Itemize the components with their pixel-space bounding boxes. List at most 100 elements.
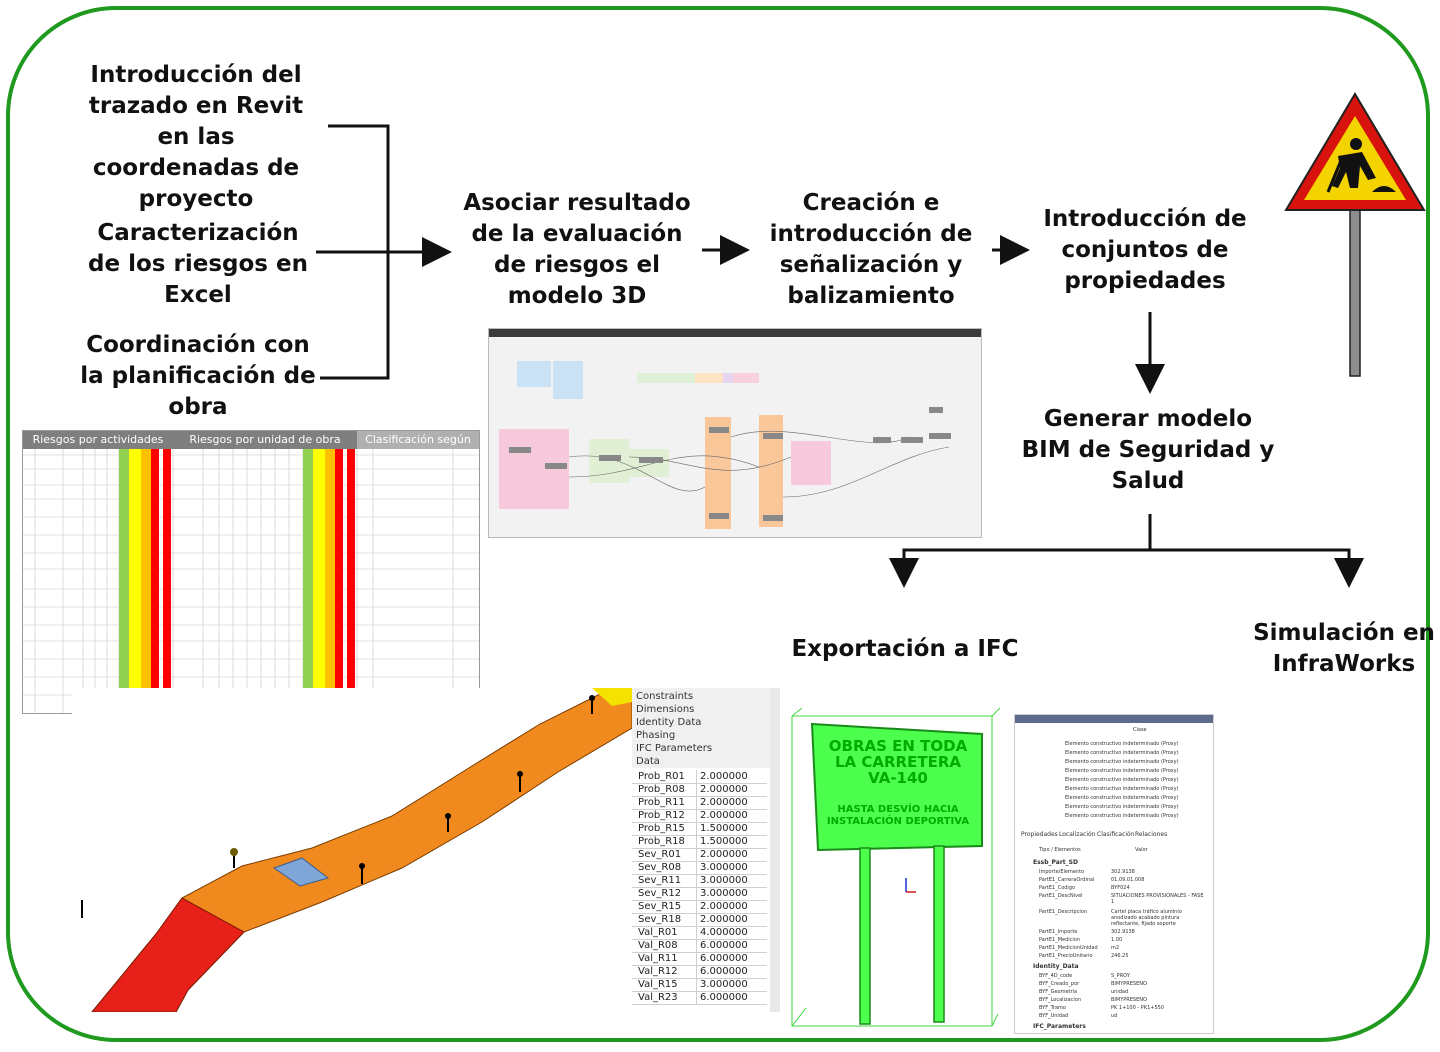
ifc-prop-key: BYF_Geometria	[1039, 989, 1078, 995]
group-data[interactable]: Data	[636, 756, 660, 767]
ifc-class-header: Clase	[1133, 727, 1147, 733]
ifc-group-identity[interactable]: Identity_Data	[1033, 963, 1079, 970]
ifc-prop-key: PartE1_DescNivel	[1039, 893, 1083, 899]
group-dimensions[interactable]: Dimensions	[636, 704, 695, 715]
ifc-group-ifc-parameters[interactable]: IFC_Parameters	[1033, 1023, 1086, 1030]
ifc-title-bar	[1015, 715, 1213, 723]
group-constraints[interactable]: Constraints	[636, 691, 694, 702]
ifc-element-row[interactable]: Elemento constructivo indeterminado (Pro…	[1065, 813, 1179, 819]
sign-3d-panel: OBRAS EN TODA LA CARRETERA VA-140 HASTA …	[786, 708, 1012, 1034]
header-clasificacion-insht: Clasificación según INSHT	[357, 431, 479, 464]
ifc-prop-value: S_PROY	[1111, 973, 1130, 979]
dynamo-node-graph	[499, 361, 951, 529]
step-riesgos-excel: Caracterización de los riesgos en Excel	[88, 220, 308, 308]
ifc-prop-value: 246.25	[1111, 953, 1129, 959]
sign-text-line3: VA-140	[868, 769, 928, 787]
ifc-prop-key: BYF_Creado_por	[1039, 981, 1080, 987]
ifc-element-row[interactable]: Elemento constructivo indeterminado (Pro…	[1065, 804, 1179, 810]
tab-localizacion[interactable]: Localización	[1059, 831, 1096, 838]
sign-text-line5: INSTALACIÓN DEPORTIVA	[826, 816, 970, 827]
ifc-prop-value: unidad	[1111, 989, 1129, 995]
group-ifc-parameters[interactable]: IFC Parameters	[636, 743, 713, 754]
ifc-prop-value: BIMYPRESENO	[1111, 981, 1147, 987]
properties-groups-bg	[632, 688, 780, 768]
revit-properties-panel: Constraints Dimensions Identity Data Pha…	[632, 688, 780, 1012]
ifc-element-row[interactable]: Elemento constructivo indeterminado (Pro…	[1065, 741, 1179, 747]
ifc-element-row[interactable]: Elemento constructivo indeterminado (Pro…	[1065, 750, 1179, 756]
ifc-prop-key: BYF_Localizacion	[1039, 997, 1081, 1003]
properties-scrollbar[interactable]	[770, 688, 780, 1012]
ifc-element-row[interactable]: Elemento constructivo indeterminado (Pro…	[1065, 786, 1179, 792]
ifc-prop-value: SITUACIONES PROVISIONALES - FASE 1	[1111, 893, 1204, 905]
road-risk-model-panel	[72, 688, 632, 1012]
ifc-prop-key: BYF_Tramo	[1039, 1005, 1066, 1011]
tab-propiedades[interactable]: Propiedades	[1021, 831, 1058, 838]
ifc-prop-value: 302.9138	[1111, 929, 1135, 935]
ifc-prop-value: m2	[1111, 945, 1120, 951]
step-generar-modelo-bim: Generar modelo BIM de Seguridad y Salud	[1021, 406, 1275, 494]
ifc-prop-value: 01.09.01.008	[1111, 877, 1145, 883]
ifc-prop-value: PK 1+100 - PK1+550	[1111, 1005, 1164, 1011]
ifc-viewer-panel: Clase Elemento constructivo indeterminad…	[1014, 714, 1214, 1034]
ifc-prop-key: PartE1_PrecioUnitario	[1039, 953, 1093, 959]
ifc-prop-key: PartE1_CarreraOrdinal	[1039, 877, 1095, 883]
ifc-prop-value: ud	[1111, 1013, 1118, 1019]
step-asociar-resultado: Asociar resultado de la evaluación de ri…	[463, 190, 691, 309]
sign-text-line2: LA CARRETERA	[835, 753, 961, 771]
header-riesgos-actividades: Riesgos por actividades	[23, 431, 173, 449]
step-simulacion-infraworks: Simulación en InfraWorks	[1253, 620, 1435, 677]
road-works-sign-icon	[1284, 92, 1426, 377]
ifc-prop-key: PartE1_Codigo	[1039, 885, 1076, 891]
sign-wireframe	[791, 708, 1001, 1027]
group-phasing[interactable]: Phasing	[636, 730, 676, 741]
risk-table-grid	[23, 449, 479, 713]
ifc-prop-value: 302.9138	[1111, 869, 1135, 875]
ifc-prop-value: BYF024	[1111, 885, 1130, 891]
step-senalizacion: Creación e introducción de señalización …	[769, 190, 973, 309]
ifc-element-row[interactable]: Elemento constructivo indeterminado (Pro…	[1065, 777, 1179, 783]
ifc-element-row[interactable]: Elemento constructivo indeterminado (Pro…	[1065, 768, 1179, 774]
tab-clasificacion[interactable]: Clasificación	[1097, 831, 1135, 838]
ifc-prop-key: PartE1_Descripcion	[1039, 909, 1087, 915]
road-model-render	[81, 688, 632, 1012]
sign-text-line4: HASTA DESVÍO HACIA	[837, 804, 959, 815]
group-identity-data[interactable]: Identity Data	[636, 717, 702, 728]
dynamo-title-bar	[489, 329, 981, 337]
ifc-prop-key: PartE1_Medicion	[1039, 937, 1081, 943]
ifc-group-essb[interactable]: Essb_Part_SD	[1033, 859, 1078, 866]
header-riesgos-unidad-obra: Riesgos por unidad de obra	[173, 431, 357, 449]
tab-relaciones[interactable]: Relaciones	[1135, 831, 1168, 838]
sign-text-line1: OBRAS EN TODA	[828, 737, 968, 755]
step-planificacion-obra: Coordinación con la planificación de obr…	[80, 332, 316, 420]
ifc-element-row[interactable]: Elemento constructivo indeterminado (Pro…	[1065, 759, 1179, 765]
ifc-prop-key: PartE1_MedicionUnidad	[1039, 945, 1098, 951]
ifc-prop-key: PartE1_Importe	[1039, 929, 1078, 935]
rounded-border	[6, 6, 1430, 1042]
ifc-prop-value: Cartel placa tráfico aluminio anodizado …	[1111, 909, 1182, 927]
col-valor: Valor	[1135, 847, 1148, 853]
ifc-prop-key: Importe/Elemento	[1039, 869, 1085, 875]
dynamo-graph-panel	[488, 328, 982, 538]
ifc-prop-value: 1.00	[1111, 937, 1123, 943]
step-exportacion-ifc: Exportación a IFC	[791, 636, 1019, 662]
ifc-prop-key: BYF_Unidad	[1039, 1013, 1069, 1019]
ifc-element-row[interactable]: Elemento constructivo indeterminado (Pro…	[1065, 795, 1179, 801]
step-conjuntos-propiedades: Introducción de conjuntos de propiedades	[1043, 206, 1247, 294]
